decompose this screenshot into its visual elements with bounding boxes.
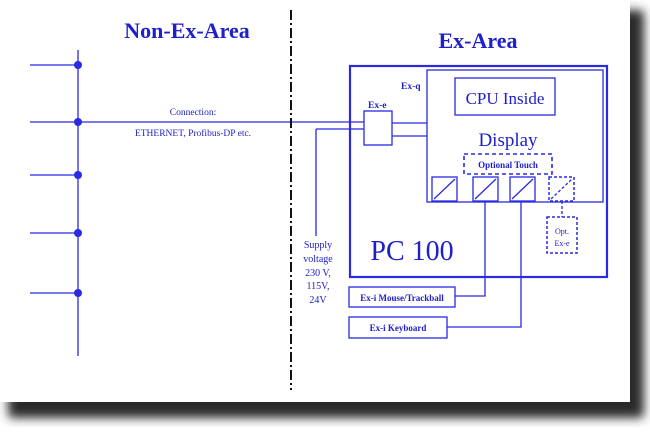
optional-touch-box: [463, 153, 553, 175]
supply-label-2: voltage: [303, 254, 333, 265]
ex-q-label: Ex-q: [401, 82, 421, 92]
bus-node-5: [74, 289, 82, 297]
keyboard-connection: [447, 201, 522, 328]
connection-label-2: ETHERNET, Profibus-DP etc.: [135, 128, 251, 139]
ex-e-box: [363, 110, 393, 146]
ex-e-label: Ex-e: [368, 101, 386, 111]
cpu-box: [454, 77, 556, 116]
interface-diag-1: [433, 178, 456, 200]
supply-label-3: 230 V,: [305, 268, 331, 279]
supply-label-1: Supply: [304, 240, 332, 251]
bus-node-3: [74, 171, 82, 179]
mouse-box: [348, 286, 456, 308]
keyboard-box: [348, 316, 448, 339]
bus-node-1: [74, 61, 82, 69]
display-label: Display: [478, 130, 538, 151]
connection-label-1: Connection:: [170, 108, 216, 118]
non-ex-area-title: Non-Ex-Area: [124, 18, 249, 43]
opt-ex-e-label-2: Ex-e: [554, 239, 570, 248]
supply-label-4: 115V,: [306, 281, 329, 292]
opt-ex-e-label-1: Opt.: [555, 227, 569, 236]
keyboard-label: Ex-i Keyboard: [370, 323, 427, 333]
cpu-label: CPU Inside: [466, 89, 545, 108]
pc100-label: PC 100: [370, 236, 453, 267]
ex-area-title: Ex-Area: [438, 28, 517, 53]
interface-diag-2: [474, 178, 497, 200]
bus-node-4: [74, 229, 82, 237]
interface-box-3: [509, 176, 536, 202]
bus-node-2: [74, 118, 82, 126]
mouse-label: Ex-i Mouse/Trackball: [360, 293, 444, 303]
pc100-enclosure: [348, 64, 609, 279]
supply-label-5: 24V: [309, 295, 327, 306]
interface-box-1: [431, 176, 458, 202]
mouse-connection: [455, 201, 486, 297]
optional-touch-label: Optional Touch: [478, 160, 538, 170]
interface-diag-3: [511, 178, 534, 200]
